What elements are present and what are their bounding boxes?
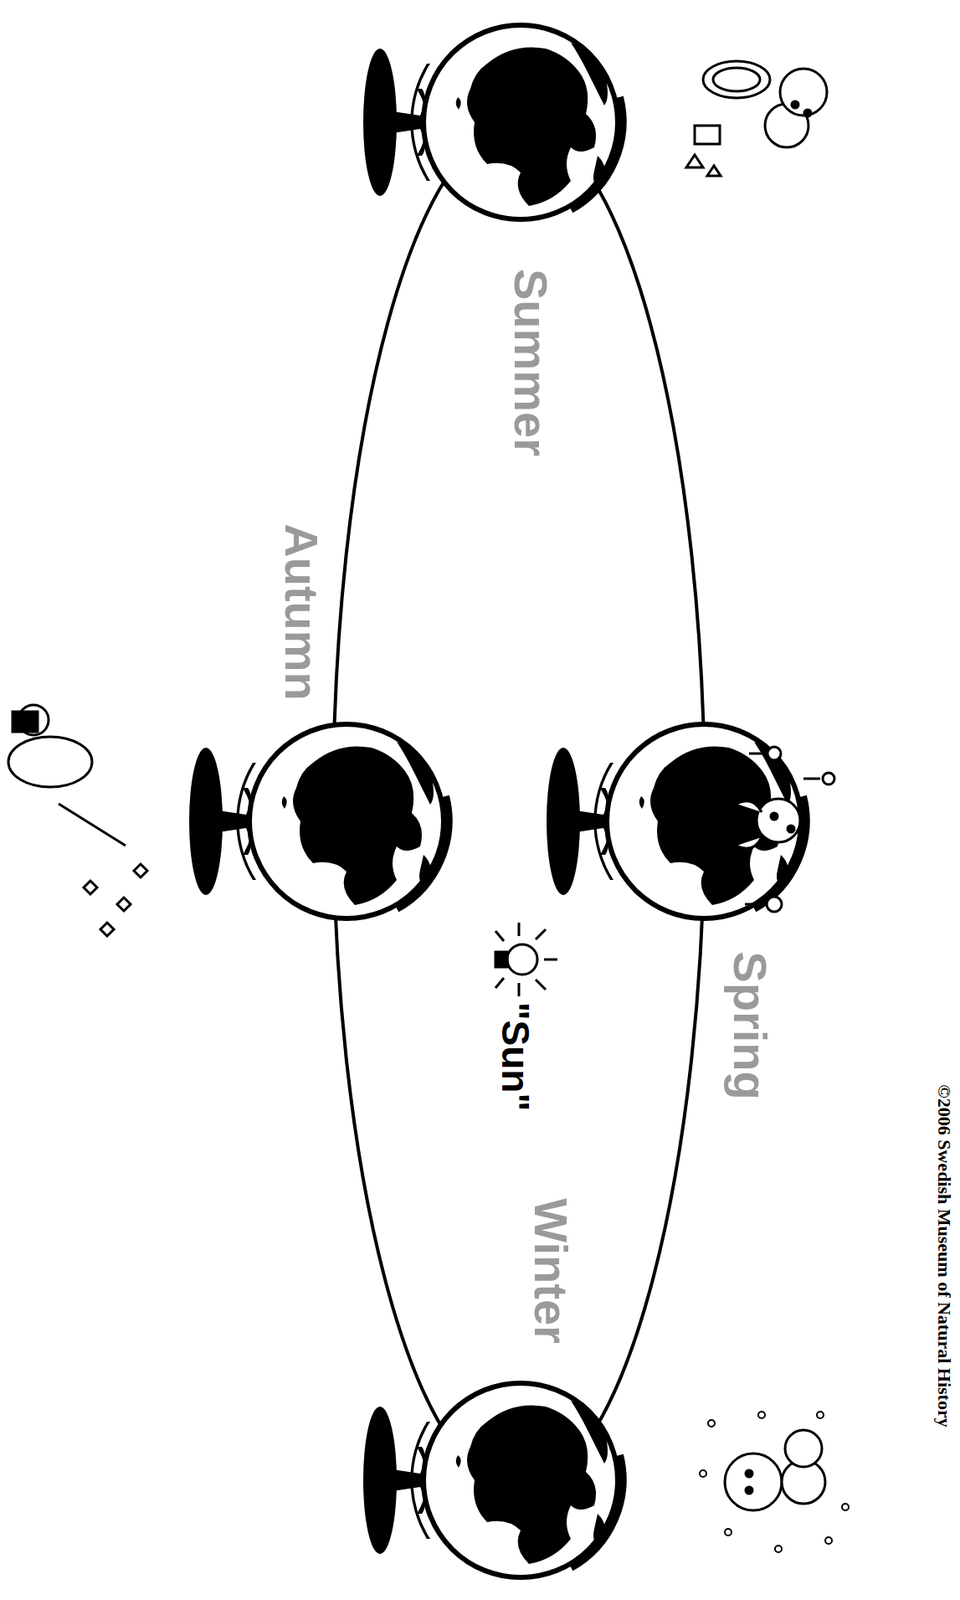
season-label: Autumn — [276, 519, 327, 704]
copyright-note: ©2006 Swedish Museum of Natural History — [933, 1080, 955, 1430]
sun-label: "Sun" — [494, 998, 537, 1115]
season-label: Winter — [525, 1194, 576, 1347]
season-label: Summer — [505, 265, 556, 460]
season-label: Spring — [724, 947, 776, 1103]
